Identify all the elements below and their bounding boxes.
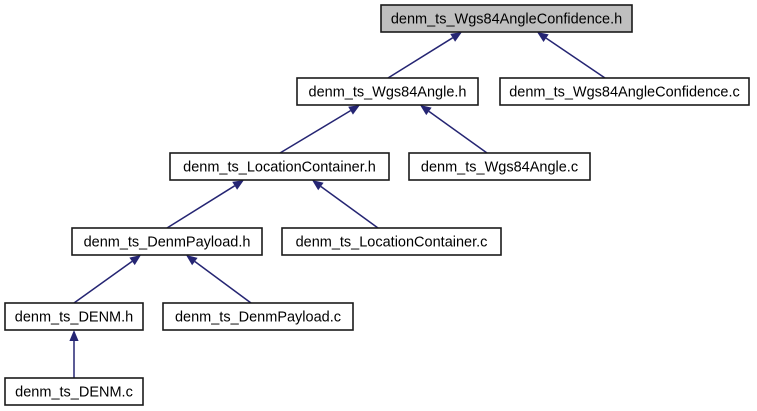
graph-node-denmpayload_c[interactable]: denm_ts_DenmPayload.c <box>162 302 354 331</box>
node-label: denm_ts_DENM.c <box>15 384 133 400</box>
edge-line <box>194 260 252 304</box>
node-box[interactable] <box>4 377 144 406</box>
edge-arrowhead <box>537 32 549 42</box>
node-box[interactable] <box>281 227 502 256</box>
graph-node-wgs84angleconfidence_h[interactable]: denm_ts_Wgs84AngleConfidence.h <box>380 4 633 33</box>
edge-arrowhead <box>232 180 244 190</box>
edge-line <box>279 110 351 154</box>
dependency-edge <box>73 255 141 304</box>
node-box[interactable] <box>380 4 633 33</box>
graph-node-wgs84angle_c[interactable]: denm_ts_Wgs84Angle.c <box>408 152 591 181</box>
node-box[interactable] <box>408 152 591 181</box>
node-box[interactable] <box>162 302 354 331</box>
node-label: denm_ts_DENM.h <box>15 309 133 325</box>
dependency-edge <box>279 105 360 154</box>
node-box[interactable] <box>499 77 750 106</box>
edge-arrowhead <box>450 32 462 42</box>
node-label: denm_ts_DenmPayload.c <box>175 309 341 325</box>
edge-line <box>545 37 606 79</box>
edge-arrowhead <box>186 255 198 266</box>
edge-arrowhead <box>420 105 432 116</box>
edge-arrowhead <box>129 255 141 266</box>
edge-arrowhead <box>69 330 79 341</box>
edge-arrowhead <box>348 105 360 115</box>
edge-line <box>166 185 236 229</box>
dependency-edge <box>537 32 606 79</box>
graph-node-denm_h[interactable]: denm_ts_DENM.h <box>4 302 144 331</box>
edge-line <box>428 110 488 154</box>
dependency-edge <box>420 105 488 154</box>
dependency-edge <box>69 330 79 378</box>
dependency-edge <box>166 180 244 229</box>
node-label: denm_ts_LocationContainer.c <box>296 234 488 250</box>
graph-node-wgs84angle_h[interactable]: denm_ts_Wgs84Angle.h <box>296 77 479 106</box>
edge-line <box>387 37 454 79</box>
edge-arrowhead <box>312 180 324 191</box>
graph-node-wgs84angleconfidence_c[interactable]: denm_ts_Wgs84AngleConfidence.c <box>499 77 750 106</box>
node-label: denm_ts_Wgs84Angle.h <box>309 84 467 100</box>
dependency-edge <box>186 255 252 304</box>
edge-layer <box>69 32 606 378</box>
node-label: denm_ts_Wgs84Angle.c <box>421 159 578 175</box>
node-box[interactable] <box>169 152 390 181</box>
node-box[interactable] <box>71 227 263 256</box>
graph-node-denmpayload_h[interactable]: denm_ts_DenmPayload.h <box>71 227 263 256</box>
edge-line <box>320 185 379 229</box>
node-label: denm_ts_Wgs84AngleConfidence.h <box>391 11 622 27</box>
dependency-edge <box>387 32 462 79</box>
node-box[interactable] <box>296 77 479 106</box>
node-box[interactable] <box>4 302 144 331</box>
graph-node-locationcontainer_c[interactable]: denm_ts_LocationContainer.c <box>281 227 502 256</box>
graph-node-denm_c[interactable]: denm_ts_DENM.c <box>4 377 144 406</box>
edge-line <box>73 260 133 304</box>
node-label: denm_ts_Wgs84AngleConfidence.c <box>509 84 740 100</box>
node-label: denm_ts_LocationContainer.h <box>183 159 376 175</box>
graph-node-locationcontainer_h[interactable]: denm_ts_LocationContainer.h <box>169 152 390 181</box>
node-layer: denm_ts_Wgs84AngleConfidence.h denm_ts_Wg… <box>4 4 750 406</box>
node-label: denm_ts_DenmPayload.h <box>84 234 251 250</box>
dependency-edge <box>312 180 379 229</box>
